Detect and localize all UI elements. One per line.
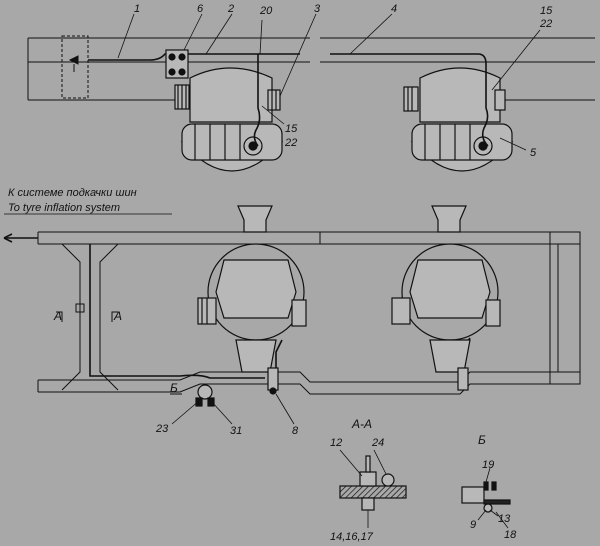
leader-lines <box>117 13 541 529</box>
section-b-title: Б <box>478 433 486 447</box>
top-left-pipes <box>88 53 300 147</box>
valve-6 <box>165 49 189 79</box>
top-right-axle <box>403 67 514 172</box>
callout-15-right: 15 <box>540 5 553 17</box>
callout-15-left: 15 <box>285 123 298 135</box>
caption-en: To tyre inflation system <box>8 202 120 214</box>
detail-b <box>461 481 511 513</box>
top-right-frame <box>320 37 595 101</box>
callout-22-left: 22 <box>284 137 297 149</box>
callout-4: 4 <box>391 3 397 15</box>
callout-5: 5 <box>530 147 537 159</box>
bottom-axle-right <box>391 205 501 391</box>
section-aa-title: А-А <box>351 417 372 431</box>
caption-ru: К системе подкачки шин <box>8 187 137 199</box>
callout-23: 23 <box>155 423 169 435</box>
callout-31: 31 <box>230 425 242 437</box>
section-cut-lines <box>56 303 182 395</box>
section-a-left: А <box>53 309 62 323</box>
clamp-23-31 <box>195 384 215 407</box>
callout-2: 2 <box>227 3 234 15</box>
callout-20: 20 <box>259 5 273 17</box>
callout-14-16-17: 14,16,17 <box>330 531 374 543</box>
bottom-axle-left <box>197 205 307 395</box>
callout-1: 1 <box>134 3 140 15</box>
top-left-small-valve <box>68 55 79 72</box>
callout-12: 12 <box>330 437 342 449</box>
callout-18: 18 <box>504 529 517 541</box>
callout-3: 3 <box>314 3 321 15</box>
callout-13: 13 <box>498 513 511 525</box>
section-a-right: А <box>113 309 122 323</box>
detail-aa <box>339 455 407 511</box>
callout-6: 6 <box>197 3 204 15</box>
callout-8: 8 <box>292 425 299 437</box>
section-b-mark: Б <box>170 381 178 395</box>
top-right-pipes <box>330 53 489 147</box>
callout-24: 24 <box>371 437 384 449</box>
top-left-axle <box>174 67 284 172</box>
callout-22-right: 22 <box>539 18 552 30</box>
callout-19: 19 <box>482 459 494 471</box>
callout-9: 9 <box>470 519 476 531</box>
